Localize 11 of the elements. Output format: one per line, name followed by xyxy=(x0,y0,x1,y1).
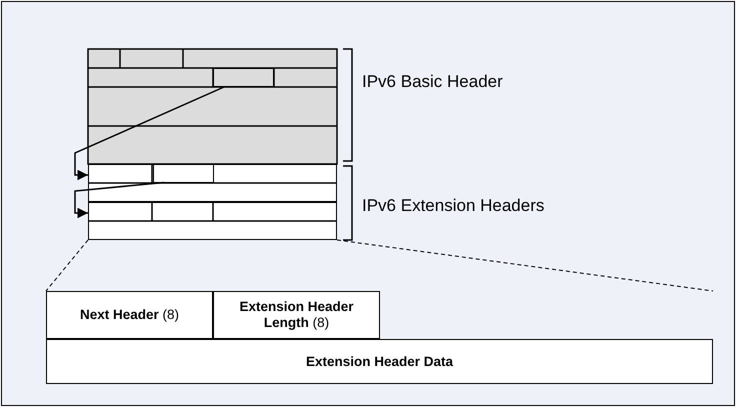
header-field: Extension Header Length (8) xyxy=(213,291,380,339)
header-field: Next Header (8) xyxy=(46,291,213,339)
arrow xyxy=(74,86,224,180)
arrow xyxy=(74,182,164,218)
header-label: IPv6 Extension Headers xyxy=(362,196,544,216)
extension-header xyxy=(88,164,337,202)
header-field xyxy=(213,68,274,87)
header-label: IPv6 Basic Header xyxy=(362,72,503,92)
header-field xyxy=(153,164,214,182)
header-field: Extension Header Data xyxy=(46,339,713,384)
extension-header xyxy=(88,202,337,240)
